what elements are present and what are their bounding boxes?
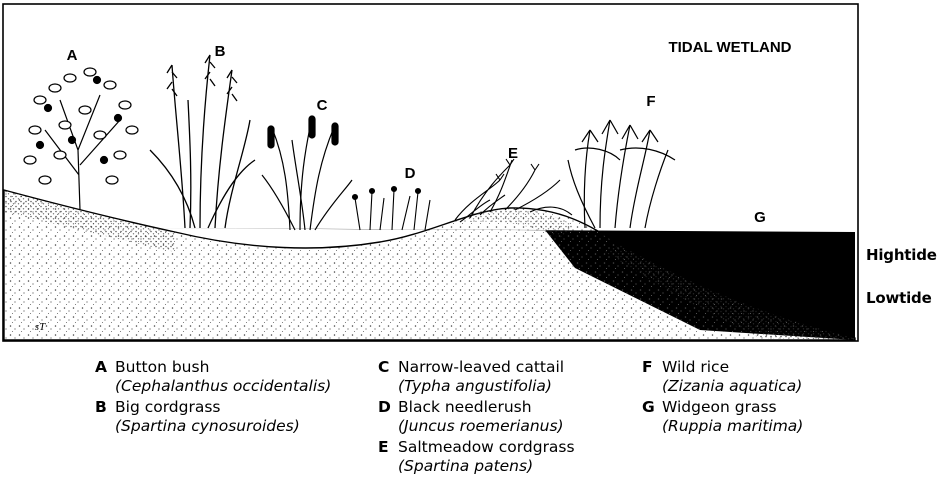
legend-scientific-name: (Spartina cynosuroides) [115, 417, 300, 436]
legend-common-name: Narrow-leaved cattail [398, 358, 564, 377]
legend-names: Narrow-leaved cattail (Typha angustifoli… [398, 358, 564, 396]
legend-letter: C [378, 358, 389, 377]
legend-common-name: Black needlerush [398, 398, 564, 417]
plant-letter-a: A [67, 47, 78, 64]
legend-scientific-name: (Zizania aquatica) [662, 377, 802, 396]
lowtide-label: Lowtide [866, 289, 932, 307]
legend-names: Wild rice (Zizania aquatica) [662, 358, 802, 396]
artist-signature: sT [35, 321, 46, 333]
legend-letter: G [642, 398, 655, 417]
plant-letter-d: D [405, 165, 416, 182]
legend-scientific-name: (Spartina patens) [398, 457, 575, 476]
legend-letter: F [642, 358, 653, 377]
plant-letter-f: F [646, 93, 655, 110]
legend-common-name: Wild rice [662, 358, 802, 377]
legend-scientific-name: (Typha angustifolia) [398, 377, 564, 396]
hightide-label: Hightide [866, 246, 937, 264]
legend-common-name: Big cordgrass [115, 398, 300, 417]
legend-names: Button bush (Cephalanthus occidentalis) [115, 358, 331, 396]
plant-letter-b: B [215, 43, 226, 60]
legend-letter: A [95, 358, 107, 377]
legend-names: Saltmeadow cordgrass (Spartina patens) [398, 438, 575, 476]
plant-letter-e: E [508, 145, 518, 162]
legend-names: Widgeon grass (Ruppia maritima) [662, 398, 803, 436]
legend-scientific-name: (Juncus roemerianus) [398, 417, 564, 436]
legend-names: Black needlerush (Juncus roemerianus) [398, 398, 564, 436]
plant-letter-g: G [754, 209, 766, 226]
diagram-title: TIDAL WETLAND [668, 39, 791, 56]
legend-letter: E [378, 438, 389, 457]
legend-common-name: Widgeon grass [662, 398, 803, 417]
legend-scientific-name: (Cephalanthus occidentalis) [115, 377, 331, 396]
legend-scientific-name: (Ruppia maritima) [662, 417, 803, 436]
legend-common-name: Button bush [115, 358, 331, 377]
legend-letter: B [95, 398, 107, 417]
plant-letter-c: C [317, 97, 328, 114]
legend-letter: D [378, 398, 391, 417]
legend-names: Big cordgrass (Spartina cynosuroides) [115, 398, 300, 436]
tidal-wetland-illustration: TIDAL WETLAND A B C D E F G sT [0, 0, 943, 350]
legend-common-name: Saltmeadow cordgrass [398, 438, 575, 457]
